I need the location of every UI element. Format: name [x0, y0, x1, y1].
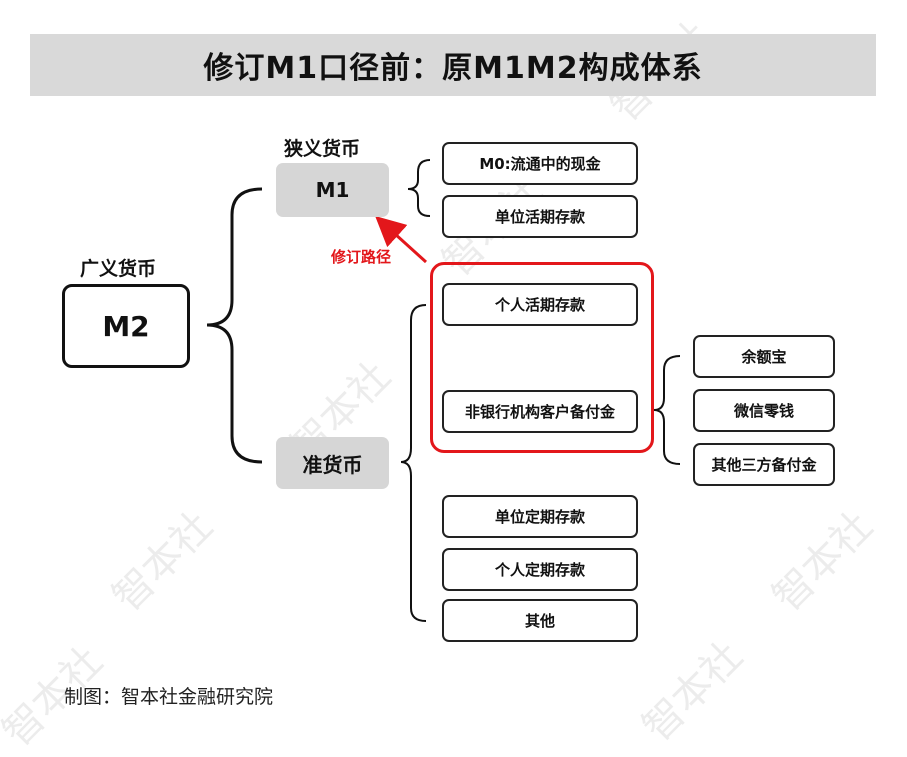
quasi-item-personal-time: 个人定期存款 [442, 548, 638, 591]
quasi-item-personal-demand: 个人活期存款 [442, 283, 638, 326]
revision-highlight [430, 262, 654, 453]
provision-item-other-third: 其他三方备付金 [693, 443, 835, 486]
m1-node: M1 [276, 163, 389, 217]
m1-caption: 狭义货币 [284, 138, 361, 160]
page-title: 修订M1口径前：原M1M2构成体系 [30, 34, 876, 96]
provision-brace [653, 355, 681, 465]
m2-caption: 广义货币 [80, 258, 157, 280]
m1-brace [407, 159, 431, 217]
quasi-money-node: 准货币 [276, 437, 389, 489]
connector-lines [206, 159, 681, 622]
revision-arrow [375, 215, 428, 264]
quasi-item-other: 其他 [442, 599, 638, 642]
m1-item-m0: M0:流通中的现金 [442, 142, 638, 185]
m2-brace [206, 187, 263, 464]
quasi-item-provision: 非银行机构客户备付金 [442, 390, 638, 433]
revision-label: 修订路径 [331, 248, 392, 266]
quasi-brace [400, 304, 427, 622]
m2-node: M2 [62, 284, 190, 368]
source-note: 制图：智本社金融研究院 [64, 686, 274, 708]
quasi-item-unit-time: 单位定期存款 [442, 495, 638, 538]
provision-item-wechat: 微信零钱 [693, 389, 835, 432]
m1-item-unit-demand: 单位活期存款 [442, 195, 638, 238]
provision-item-yuebao: 余额宝 [693, 335, 835, 378]
